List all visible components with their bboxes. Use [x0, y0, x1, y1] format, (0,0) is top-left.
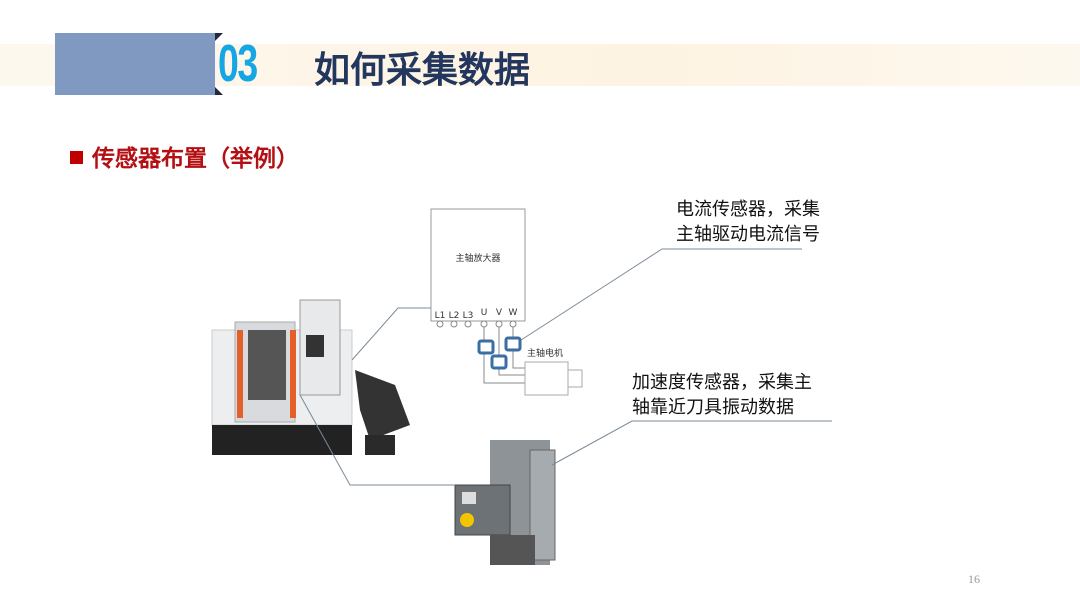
callout-line: 加速度传感器，采集主 [632, 372, 812, 393]
terminal-label: U [481, 308, 488, 318]
section-number: 03 [218, 35, 258, 93]
leader-line-spindle [299, 394, 455, 486]
page-number: 16 [968, 572, 980, 586]
motor-label: 主轴电机 [527, 347, 563, 359]
leader-line-current-sensor [517, 248, 802, 343]
page-title: 如何采集数据 [314, 50, 531, 91]
amplifier-box [430, 208, 526, 322]
callout-line: 主轴驱动电流信号 [676, 224, 820, 245]
machine-tool-image [211, 299, 410, 455]
spindle-image [454, 440, 556, 565]
header-fold-top [215, 33, 223, 41]
motor-body [524, 361, 569, 396]
subheading: 传感器布置（举例） [92, 146, 299, 172]
callout-current-sensor: 电流传感器，采集 主轴驱动电流信号 [676, 197, 820, 247]
terminal-label: W [509, 308, 518, 318]
terminal-label: L3 [463, 311, 474, 321]
terminal-label: L2 [449, 311, 460, 321]
leader-line-amplifier [351, 307, 431, 361]
terminals [436, 320, 517, 328]
amplifier-label: 主轴放大器 [455, 252, 500, 264]
motor-shaft [567, 369, 583, 388]
current-sensors [477, 336, 522, 370]
header-fold-bottom [215, 87, 223, 95]
terminal-label: V [496, 308, 503, 318]
leader-line-accel-sensor [551, 420, 832, 466]
callout-accel-sensor: 加速度传感器，采集主 轴靠近刀具振动数据 [632, 370, 812, 420]
bullet-square [70, 151, 83, 164]
callout-line: 电流传感器，采集 [676, 199, 820, 220]
terminal-label: L1 [435, 311, 446, 321]
header-block [55, 33, 215, 95]
callout-line: 轴靠近刀具振动数据 [632, 397, 794, 418]
